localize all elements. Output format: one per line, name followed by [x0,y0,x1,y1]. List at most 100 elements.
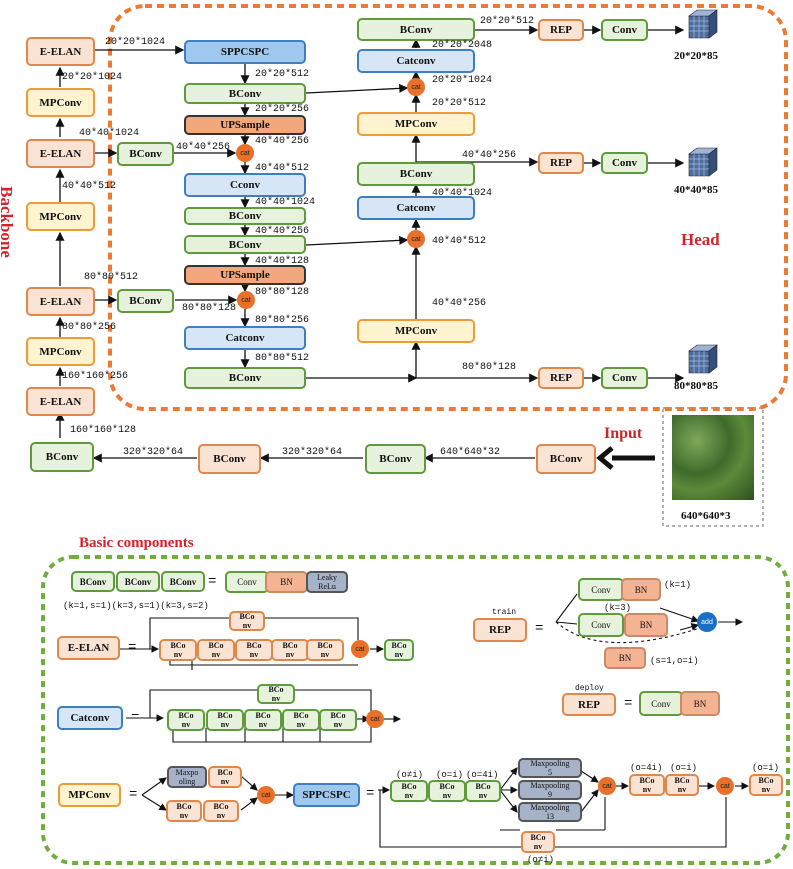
mini-text: BCo [213,802,229,811]
input-label: Input [604,425,643,442]
mini-text: nv [533,842,543,851]
dim: 40*40*512 [62,181,117,192]
mini-text: BCo [674,776,690,785]
head-mpconv-lower: MPConv [357,319,475,343]
comp-sppcspc: SPPCSPC [293,783,360,807]
dim: 80*80*512 [255,353,310,364]
comp-bn: BN [604,647,646,669]
mini-text: nv [285,650,295,659]
cat-node: cat [598,777,616,795]
mini-text: BCo [758,776,774,785]
output-cube-icon [688,147,718,177]
cat-node: cat [407,230,425,248]
head-bconv-side-2: BConv [117,289,174,313]
mini-text: nv [249,650,259,659]
mini-text: oling [178,777,196,786]
head-bconv-3: BConv [184,235,306,254]
cat-node: cat [407,78,425,96]
dim: 20*20*512 [255,69,310,80]
head-bconv-side-1: BConv [117,142,174,166]
cat-node: cat [236,144,254,162]
mini-text: nv [320,650,330,659]
mini-text: BCo [239,612,255,621]
comp-bn: BN [680,691,720,716]
bottom-bconv-2: BConv [365,444,426,474]
dim: 40*40*512 [432,236,487,247]
dim: 320*320*64 [123,447,184,458]
bottom-bconv-1: BConv [198,444,261,474]
mini-text: BCo [217,711,233,720]
mini-text: BCo [401,782,417,791]
dim: 80*80*128 [462,362,517,373]
backbone-elan-1: E-ELAN [26,387,95,416]
dim: 40*40*1024 [79,128,140,139]
dim: 20*20*256 [255,104,310,115]
input-image [672,415,754,500]
mini-text: 5 [548,768,552,777]
comp-bn: BN [265,571,308,593]
mini-text: BCo [170,641,186,650]
upsample-1: UPSample [184,115,306,135]
leaky-text: Leaky [317,573,337,582]
dim: 80*80*256 [62,322,117,333]
rep-block: REP [538,152,584,174]
o-eq-i: (o=i) [436,770,464,780]
comp-conv: Conv [639,691,683,716]
equals: = [535,621,544,637]
mini-text: Maxpooling [530,781,570,790]
output-size: 40*40*85 [674,184,718,196]
cat-node: cat [237,291,255,309]
head-mpconv-upper: MPConv [357,112,475,136]
cat-node: cat [257,786,275,804]
o-ne-i: (o≠i) [527,855,555,865]
mini-text: BCo [391,641,407,650]
head-bconv-low: BConv [184,367,306,389]
mini-text: nv [242,621,252,630]
head-catconv-mid: Catconv [184,326,306,350]
train-label: train [492,608,517,617]
mini-text: nv [442,791,452,800]
dim: 160*160*256 [62,371,129,382]
basic-components-label: Basic components [79,535,194,551]
dim: 40*40*256 [255,226,310,237]
output-cube-icon [688,344,718,374]
output-size: 20*20*85 [674,50,718,62]
mini-text: nv [220,777,230,786]
input-size: 640*640*3 [681,510,731,522]
mini-text: nv [271,694,281,703]
mini-text: 13 [546,812,554,821]
dim: 40*40*512 [255,163,310,174]
mini-text: nv [296,720,306,729]
dim: 80*80*128 [182,303,237,314]
backbone-bconv: BConv [30,442,94,472]
o-eq-i: (o=i) [670,763,698,773]
dim: 160*160*128 [70,425,137,436]
cat-node: cat [351,640,369,658]
comp-conv: Conv [578,578,624,601]
comp-bn: BN [624,613,668,637]
k3-label: (k=3) [604,603,632,613]
mini-text: BCo [475,782,491,791]
backbone-label: Backbone [0,186,16,258]
backbone-mpconv-3: MPConv [26,88,95,117]
dim: 80*80*256 [255,315,310,326]
comp-bconv: BConv [161,571,205,592]
dim: 40*40*1024 [255,197,316,208]
comp-bn: BN [621,578,661,601]
equals: = [131,710,140,726]
k1-label: (k=1) [664,580,692,590]
rep-block: REP [538,19,584,41]
sppcspc-block: SPPCSPC [184,40,306,64]
